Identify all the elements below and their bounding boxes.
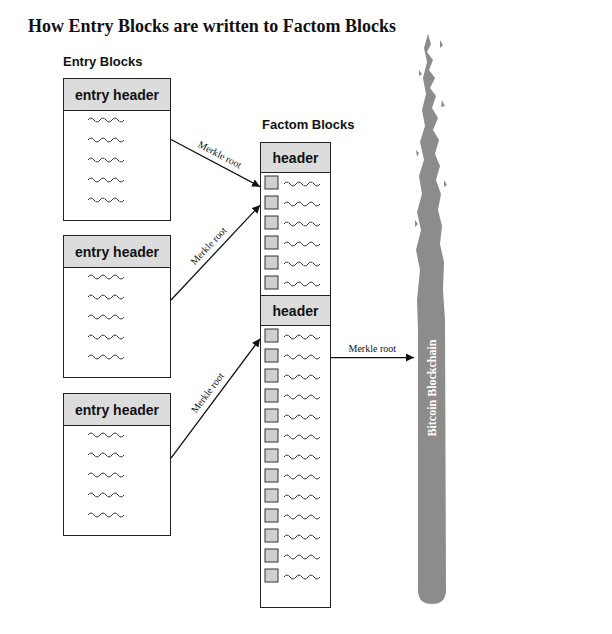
- merkle-arrow: [171, 339, 260, 458]
- column-heading: Entry Blocks: [63, 54, 142, 69]
- block-header: entry header: [75, 87, 159, 103]
- bitcoin-blockchain: Bitcoin Blockchain: [414, 30, 450, 606]
- header-band: entry header: [64, 79, 170, 111]
- header-band: header: [261, 143, 330, 173]
- edge-label: Merkle root: [195, 138, 244, 172]
- block-header: entry header: [75, 244, 159, 260]
- edge-label: Merkle root: [187, 224, 230, 268]
- entry-block: entry header: [63, 393, 171, 536]
- blockchain-shape: [414, 30, 450, 606]
- factom-block: header: [260, 295, 331, 608]
- block-header: header: [273, 150, 319, 166]
- blockchain-label: Bitcoin Blockchain: [425, 339, 440, 436]
- header-band: entry header: [64, 236, 170, 268]
- block-header: entry header: [75, 402, 159, 418]
- diagram-title: How Entry Blocks are written to Factom B…: [28, 16, 396, 37]
- merkle-arrow: [331, 357, 414, 358]
- edge-label: Merkle root: [348, 343, 398, 355]
- merkle-arrow: [171, 205, 260, 300]
- header-band: entry header: [64, 394, 170, 426]
- block-header: header: [273, 303, 319, 319]
- header-band: header: [261, 296, 330, 326]
- column-heading: Factom Blocks: [262, 117, 354, 132]
- entry-block: entry header: [63, 78, 171, 221]
- factom-block: header: [260, 142, 331, 296]
- entry-block: entry header: [63, 235, 171, 378]
